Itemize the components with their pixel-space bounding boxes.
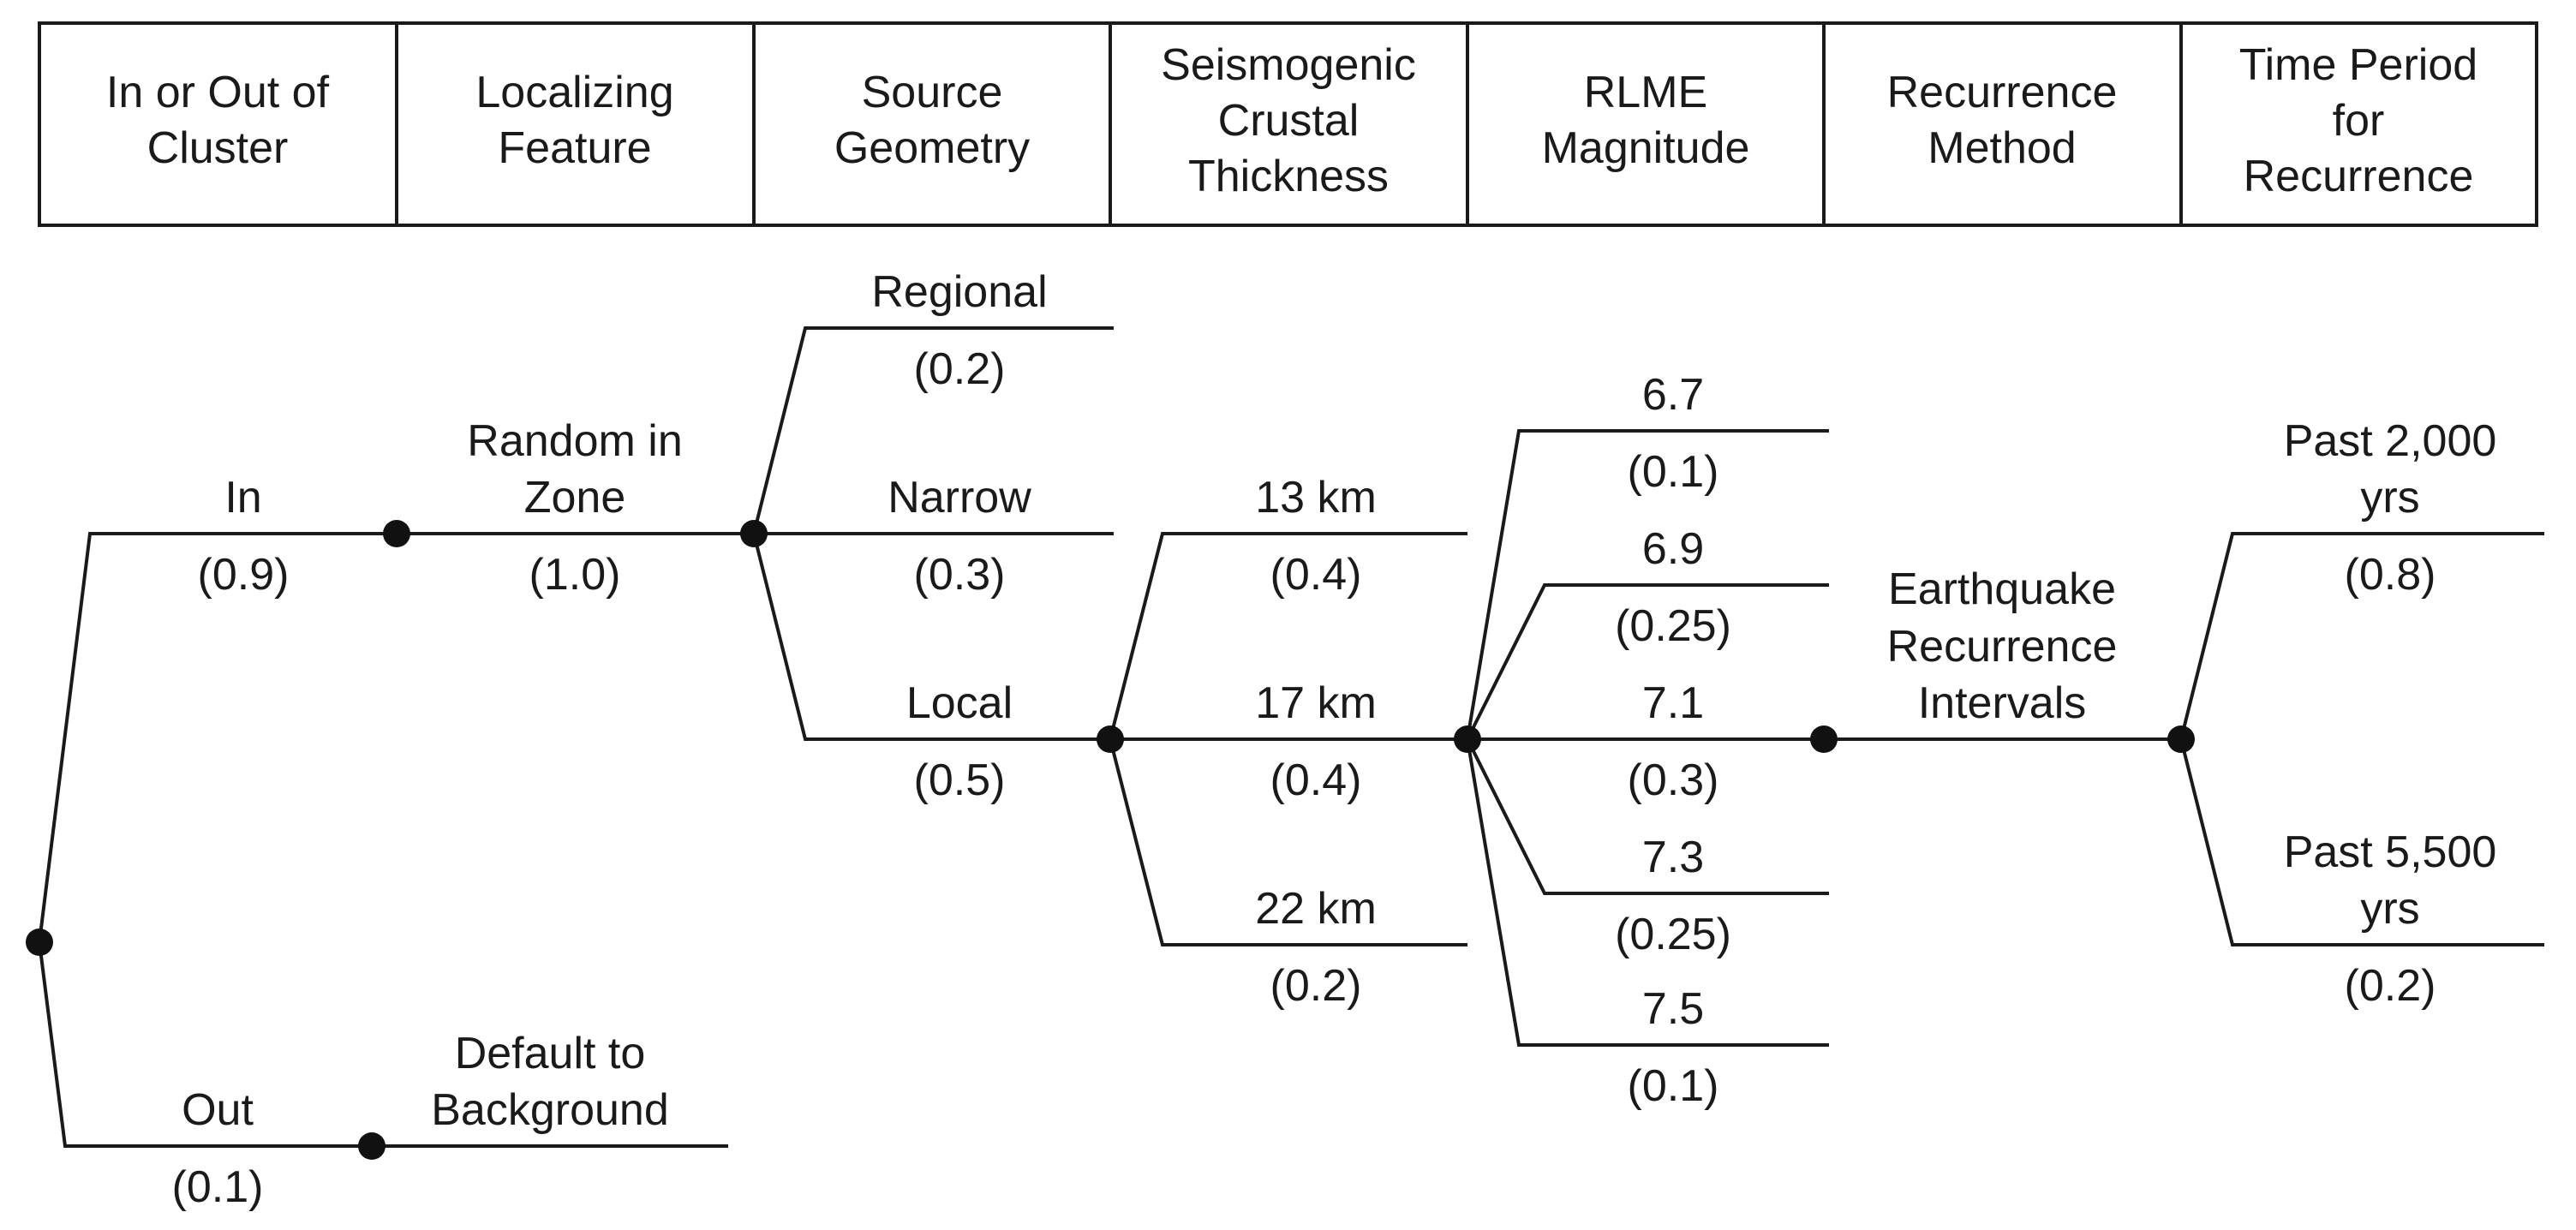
weight-in: (0.9) xyxy=(198,550,290,600)
branch-13km xyxy=(1109,532,1467,740)
branch-out xyxy=(38,941,728,1148)
label-recurrence-line1: Earthquake xyxy=(1888,564,2116,614)
node-local xyxy=(1097,725,1124,753)
weight-local: (0.5) xyxy=(914,755,1006,805)
label-m75: 7.5 xyxy=(1642,984,1704,1034)
node-random-in-zone xyxy=(740,520,768,547)
branch-past-5500 xyxy=(2179,738,2544,946)
header-col-thickness-line3: Thickness xyxy=(1188,152,1389,201)
label-m69: 6.9 xyxy=(1642,524,1704,574)
weight-13km: (0.4) xyxy=(1270,550,1362,600)
header-col-thickness-line2: Crustal xyxy=(1218,96,1360,146)
weight-past-2000: (0.8) xyxy=(2345,550,2436,600)
label-17km: 17 km xyxy=(1255,678,1377,728)
header-col-period-line2: for xyxy=(2333,96,2385,146)
header-col-cluster-line2: Cluster xyxy=(147,123,289,173)
label-m73: 7.3 xyxy=(1642,833,1704,882)
label-m67: 6.7 xyxy=(1642,370,1704,420)
label-default-line2: Background xyxy=(431,1085,669,1135)
header-col-localizing-line1: Localizing xyxy=(475,68,673,117)
weight-m73: (0.25) xyxy=(1615,910,1731,959)
header-col-period-line1: Time Period xyxy=(2239,40,2477,90)
branch-m69 xyxy=(1466,583,1829,740)
weight-m71: (0.3) xyxy=(1628,755,1719,805)
label-out: Out xyxy=(182,1085,254,1135)
label-past-5500-line2: yrs xyxy=(2360,884,2419,934)
header-col-geometry-line2: Geometry xyxy=(834,123,1030,173)
header-col-cluster-line1: In or Out of xyxy=(106,68,330,117)
weight-17km: (0.4) xyxy=(1270,755,1362,805)
branch-m67 xyxy=(1466,429,1829,740)
tree-branches xyxy=(38,326,2544,1148)
header-border xyxy=(38,21,2538,227)
header-col-magnitude-line1: RLME xyxy=(1584,68,1707,117)
header-col-geometry-line1: Source xyxy=(862,68,1003,117)
header-col-localizing-line2: Feature xyxy=(498,123,651,173)
node-root xyxy=(26,928,53,956)
weight-m75: (0.1) xyxy=(1628,1061,1719,1111)
branch-past-2000 xyxy=(2179,532,2544,740)
branch-m75 xyxy=(1466,738,1829,1047)
node-out xyxy=(358,1132,386,1160)
label-regional: Regional xyxy=(871,267,1047,317)
label-recurrence-line2: Recurrence xyxy=(1887,622,2118,672)
label-13km: 13 km xyxy=(1255,473,1377,522)
label-past-5500-line1: Past 5,500 xyxy=(2284,827,2497,877)
label-random-in-zone-line2: Zone xyxy=(524,473,626,522)
header-col-thickness-line1: Seismogenic xyxy=(1161,40,1416,90)
weight-m67: (0.1) xyxy=(1628,447,1719,497)
label-random-in-zone-line1: Random in xyxy=(467,416,682,466)
node-m71 xyxy=(1810,725,1838,753)
node-recurrence xyxy=(2167,725,2195,753)
label-22km: 22 km xyxy=(1255,884,1377,934)
header-col-recurrence-line1: Recurrence xyxy=(1887,68,2118,117)
label-default-line1: Default to xyxy=(455,1029,646,1078)
header-table: In or Out of Cluster Localizing Feature … xyxy=(38,21,2538,227)
branch-22km xyxy=(1109,738,1467,946)
label-m71: 7.1 xyxy=(1642,678,1704,728)
weight-22km: (0.2) xyxy=(1270,961,1362,1011)
label-local: Local xyxy=(906,678,1013,728)
weight-narrow: (0.3) xyxy=(914,550,1006,600)
label-recurrence-line3: Intervals xyxy=(1918,678,2087,728)
weight-regional: (0.2) xyxy=(914,344,1006,394)
weight-past-5500: (0.2) xyxy=(2345,961,2436,1011)
header-col-recurrence-line2: Method xyxy=(1928,123,2076,173)
branch-m73 xyxy=(1466,738,1829,895)
label-narrow: Narrow xyxy=(888,473,1031,522)
label-past-2000-line2: yrs xyxy=(2360,473,2419,522)
branch-regional xyxy=(752,326,1114,534)
node-in xyxy=(383,520,410,547)
weight-m69: (0.25) xyxy=(1615,601,1731,651)
branch-in xyxy=(38,532,397,943)
label-past-2000-line1: Past 2,000 xyxy=(2284,416,2497,466)
label-in: In xyxy=(224,473,261,522)
weight-random-in-zone: (1.0) xyxy=(529,550,621,600)
header-col-magnitude-line2: Magnitude xyxy=(1542,123,1750,173)
header-col-period-line3: Recurrence xyxy=(2244,152,2474,201)
branch-local xyxy=(752,533,1110,741)
weight-out: (0.1) xyxy=(172,1162,264,1212)
node-17km xyxy=(1454,725,1481,753)
tree-nodes xyxy=(26,520,2195,1160)
